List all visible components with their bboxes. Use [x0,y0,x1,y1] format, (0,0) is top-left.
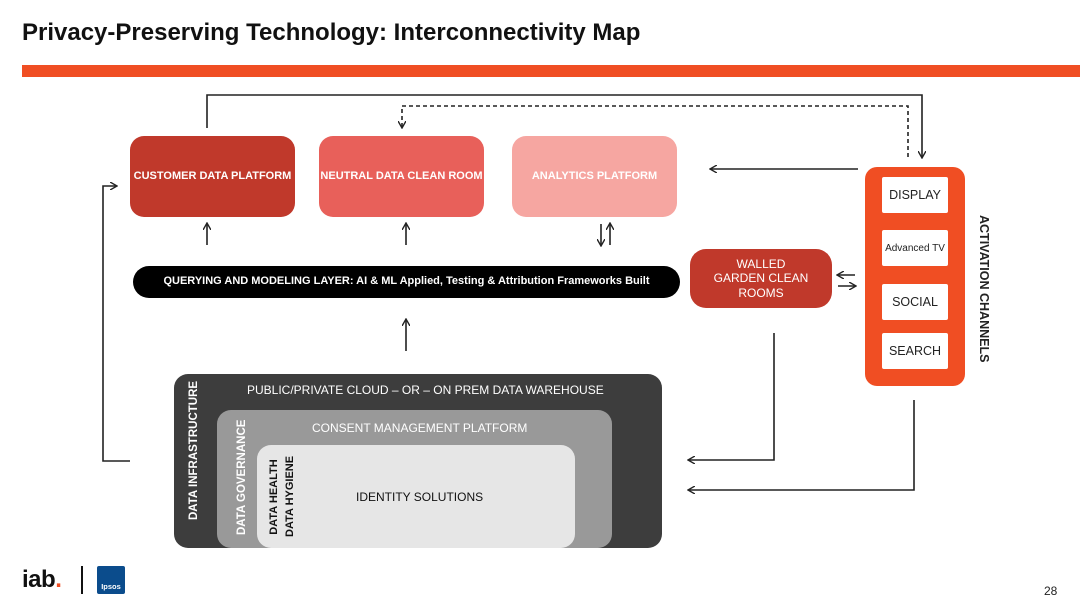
channel-social: SOCIAL [882,284,948,320]
consent-management-title: CONSENT MANAGEMENT PLATFORM [312,421,528,435]
analytics-platform-label: ANALYTICS PLATFORM [531,169,658,182]
title-underline-bar [22,65,1080,77]
neutral-data-clean-room-box: NEUTRAL DATA CLEAN ROOM [319,136,484,217]
data-hygiene-label: DATA HYGIENE [284,455,296,537]
data-infrastructure-label: DATA INFRASTRUCTURE [188,380,200,520]
identity-solutions-box [257,445,575,548]
neutral-data-clean-room-label: NEUTRAL DATA CLEAN ROOM [320,169,483,182]
data-governance-label: DATA GOVERNANCE [236,419,248,535]
page-title: Privacy-Preserving Technology: Interconn… [22,19,641,46]
customer-data-platform-label: CUSTOMER DATA PLATFORM [133,169,292,182]
data-warehouse-title: PUBLIC/PRIVATE CLOUD – OR – ON PREM DATA… [247,383,604,397]
walled-garden-clean-rooms-label: WALLED GARDEN CLEAN ROOMS [713,256,809,300]
identity-solutions-title: IDENTITY SOLUTIONS [356,490,484,504]
walled-garden-clean-rooms-box: WALLED GARDEN CLEAN ROOMS [690,249,832,308]
channel-advanced-tv: Advanced TV [882,230,948,266]
logo-divider [81,566,83,594]
iab-logo: iab. [22,566,62,593]
channel-display: DISPLAY [882,177,948,213]
channel-search: SEARCH [882,333,948,369]
ipsos-logo: Ipsos [97,566,125,594]
data-health-label: DATA HEALTH [268,459,280,535]
activation-channels-label: ACTIVATION CHANNELS [977,215,991,363]
querying-modeling-layer-bar: QUERYING AND MODELING LAYER: AI & ML App… [133,266,680,298]
querying-modeling-layer-label: QUERYING AND MODELING LAYER: AI & ML App… [163,275,650,288]
analytics-platform-box: ANALYTICS PLATFORM [512,136,677,217]
page-number: 28 [1044,584,1058,598]
customer-data-platform-box: CUSTOMER DATA PLATFORM [130,136,295,217]
